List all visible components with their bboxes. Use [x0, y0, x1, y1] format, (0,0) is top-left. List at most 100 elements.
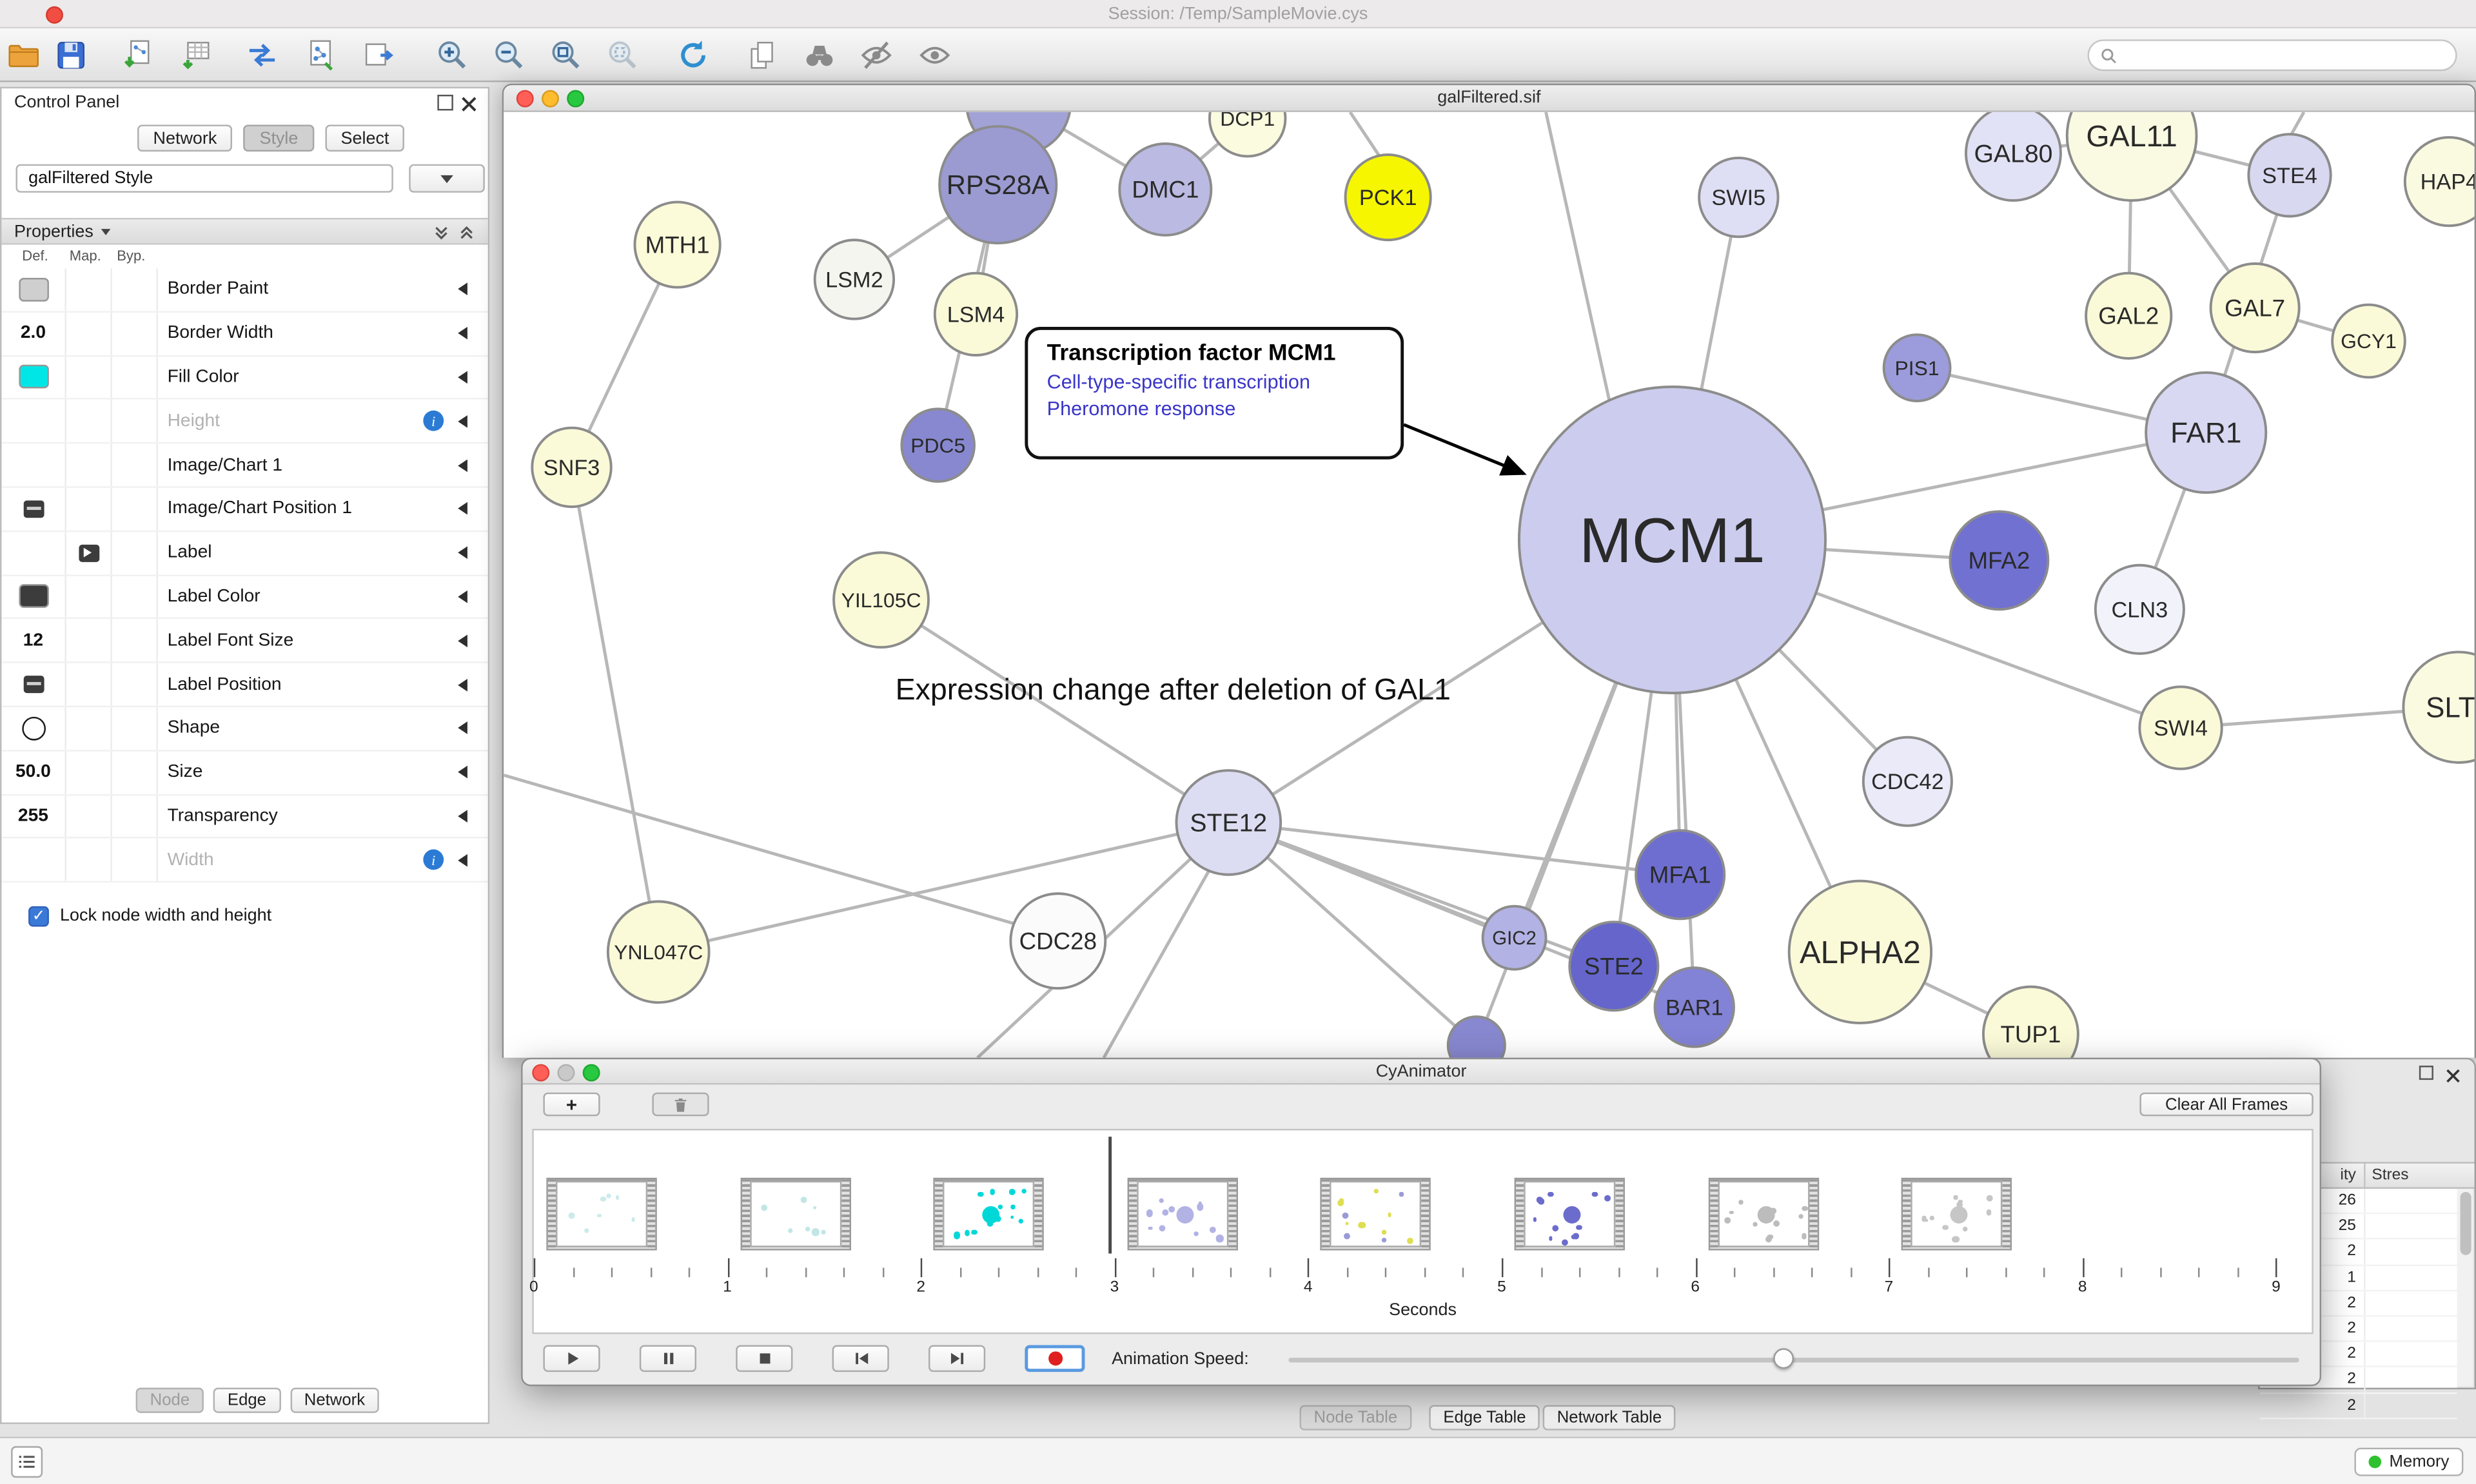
minimize-window-button[interactable] — [542, 90, 559, 108]
node-dcp1[interactable]: DCP1 — [1208, 112, 1287, 158]
bypass-cell[interactable] — [112, 575, 158, 618]
mapping-cell[interactable] — [66, 619, 112, 662]
node-node-x[interactable] — [1446, 1015, 1506, 1058]
node-pis1[interactable]: PIS1 — [1882, 333, 1952, 403]
mapping-cell[interactable] — [66, 356, 112, 399]
default-cell[interactable] — [1, 444, 66, 487]
expand-row-arrow[interactable] — [458, 327, 467, 340]
node-lsm4[interactable]: LSM4 — [933, 271, 1019, 356]
default-cell[interactable] — [1, 663, 66, 706]
results-table-row[interactable]: 2 — [2259, 1316, 2457, 1342]
bypass-cell[interactable] — [112, 356, 158, 399]
annotation-box[interactable]: Transcription factor MCM1 Cell-type-spec… — [1025, 326, 1404, 460]
panel-menu-button[interactable] — [11, 1446, 43, 1478]
node-gal80[interactable]: GAL80 — [1965, 112, 2062, 202]
tab-network-style[interactable]: Network — [290, 1387, 380, 1413]
frame-thumbnail-3[interactable] — [933, 1177, 1045, 1251]
results-table-row[interactable]: 2 — [2259, 1240, 2457, 1266]
node-alpha2[interactable]: ALPHA2 — [1787, 879, 1933, 1024]
zoom-selected-button[interactable] — [598, 33, 645, 77]
expand-row-arrow[interactable] — [458, 634, 467, 647]
new-network-file-button[interactable] — [297, 33, 344, 77]
mapping-cell[interactable] — [66, 707, 112, 750]
property-row-fill-color[interactable]: Fill Color — [1, 356, 488, 400]
close-panel-icon[interactable] — [460, 93, 478, 112]
node-far1[interactable]: FAR1 — [2145, 371, 2268, 494]
node-gic2[interactable]: GIC2 — [1481, 904, 1548, 971]
frame-thumbnail-2[interactable] — [740, 1177, 851, 1251]
bypass-cell[interactable] — [112, 751, 158, 794]
property-row-shape[interactable]: Shape — [1, 707, 488, 752]
bypass-cell[interactable] — [112, 839, 158, 881]
node-slt2[interactable]: SLT2 — [2402, 650, 2475, 764]
style-selector[interactable]: galFiltered Style — [15, 164, 393, 193]
expand-row-arrow[interactable] — [458, 283, 467, 296]
tab-edge-table[interactable]: Edge Table — [1429, 1405, 1540, 1430]
bypass-cell[interactable] — [112, 400, 158, 443]
mapping-cell[interactable] — [66, 751, 112, 794]
previous-frame-button[interactable] — [832, 1345, 889, 1372]
node-mfa2[interactable]: MFA2 — [1949, 510, 2050, 611]
zoom-fit-button[interactable] — [542, 33, 589, 77]
node-mth1[interactable]: MTH1 — [633, 200, 722, 289]
column-header-stress[interactable]: Stres — [2372, 1166, 2409, 1184]
property-row-image-chart-1[interactable]: Image/Chart 1 — [1, 444, 488, 488]
expand-row-arrow[interactable] — [458, 371, 467, 384]
default-cell[interactable]: 12 — [1, 619, 66, 662]
default-cell[interactable] — [1, 356, 66, 399]
node-snf3[interactable]: SNF3 — [531, 426, 613, 509]
bypass-cell[interactable] — [112, 268, 158, 311]
bypass-cell[interactable] — [112, 795, 158, 837]
frame-thumbnail-5[interactable] — [1321, 1177, 1431, 1251]
property-row-label-color[interactable]: Label Color — [1, 575, 488, 620]
collapse-all-icon[interactable] — [433, 224, 450, 242]
network-merge-button[interactable] — [239, 33, 286, 77]
properties-header[interactable]: Properties — [1, 217, 488, 245]
frame-thumbnail-1[interactable] — [546, 1177, 657, 1251]
default-cell[interactable]: 50.0 — [1, 751, 66, 794]
property-row-label-position[interactable]: Label Position — [1, 663, 488, 708]
bypass-cell[interactable] — [112, 444, 158, 487]
color-swatch[interactable] — [18, 585, 48, 609]
results-scrollbar[interactable] — [2457, 1189, 2473, 1387]
node-bar1[interactable]: BAR1 — [1653, 966, 1735, 1048]
open-session-button[interactable] — [0, 33, 47, 77]
default-cell[interactable]: 255 — [1, 795, 66, 837]
search-input[interactable] — [2123, 46, 2456, 65]
results-table-row[interactable]: 2 — [2259, 1342, 2457, 1368]
node-gcy1[interactable]: GCY1 — [2331, 303, 2406, 379]
node-ste2[interactable]: STE2 — [1568, 921, 1660, 1012]
default-cell[interactable] — [1, 400, 66, 443]
expand-row-arrow[interactable] — [458, 678, 467, 691]
property-row-border-paint[interactable]: Border Paint — [1, 268, 488, 313]
frame-thumbnail-8[interactable] — [1901, 1177, 2012, 1251]
column-header-centrality[interactable]: ity — [2259, 1163, 2366, 1187]
default-cell[interactable]: 2.0 — [1, 312, 66, 355]
expand-row-arrow[interactable] — [458, 458, 467, 472]
frame-thumbnail-7[interactable] — [1707, 1177, 1819, 1251]
bypass-cell[interactable] — [112, 531, 158, 574]
expand-row-arrow[interactable] — [458, 546, 467, 560]
node-mfa1[interactable]: MFA1 — [1635, 829, 1726, 921]
annotation-link-2[interactable]: Pheromone response — [1046, 398, 1236, 420]
close-window-button[interactable] — [532, 1063, 550, 1081]
mapping-cell[interactable] — [66, 575, 112, 618]
hide-selected-button[interactable] — [852, 33, 899, 77]
results-table-row[interactable]: 2 — [2259, 1291, 2457, 1317]
color-swatch[interactable] — [18, 365, 48, 389]
show-all-button[interactable] — [911, 33, 958, 77]
default-cell[interactable] — [1, 575, 66, 618]
node-hap4[interactable]: HAP4 — [2403, 136, 2475, 228]
node-swi5[interactable]: SWI5 — [1698, 156, 1780, 239]
stop-button[interactable] — [736, 1345, 793, 1372]
node-rps28a[interactable]: RPS28A — [938, 124, 1058, 245]
results-table-row[interactable]: 2 — [2259, 1393, 2457, 1419]
tab-network[interactable]: Network — [137, 124, 233, 152]
node-tup1[interactable]: TUP1 — [1981, 985, 2079, 1058]
expand-row-arrow[interactable] — [458, 810, 467, 823]
